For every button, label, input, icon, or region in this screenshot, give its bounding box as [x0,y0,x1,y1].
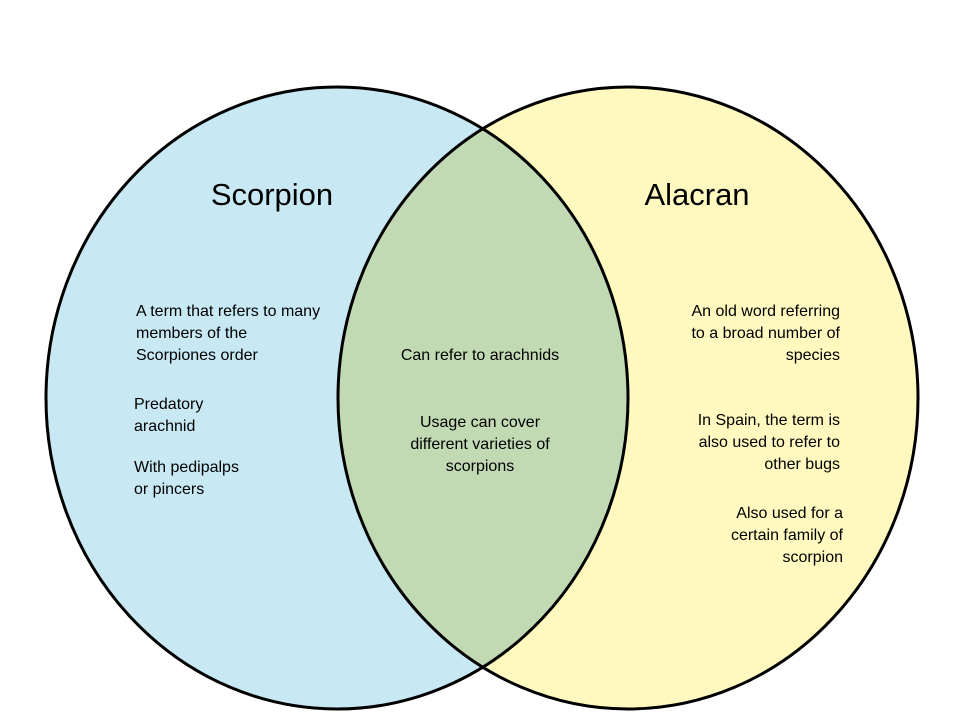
overlap-region [338,87,628,709]
right-item: Also used for a certain family of scorpi… [730,505,843,566]
left-item: Predatory arachnid [134,396,204,435]
overlap-item: Can refer to arachnids [400,347,560,364]
right-title: Alacran [644,177,750,212]
left-title: Scorpion [210,177,334,212]
left-circle-outline [44,85,630,711]
left-item: With pedipalps or pincers [134,459,239,498]
right-circle-outline [336,85,920,711]
overlap-item: Usage can cover different varieties of s… [410,414,550,475]
left-item: A term that refers to many members of th… [136,303,321,364]
right-item: An old word referring to a broad number … [691,303,840,364]
right-item: In Spain, the term is also used to refer… [697,412,840,473]
